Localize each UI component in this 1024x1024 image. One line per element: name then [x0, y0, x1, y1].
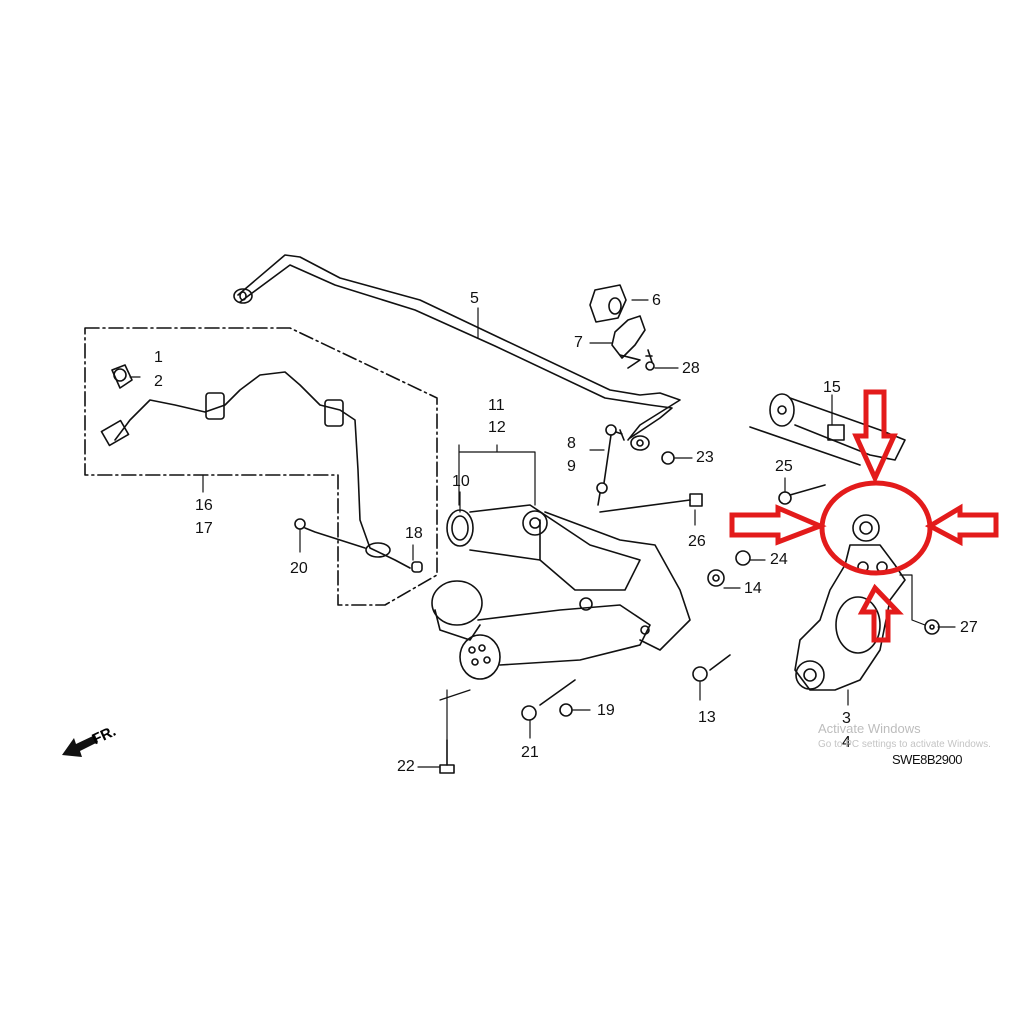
bolt-21 — [521, 679, 576, 721]
washer-27 — [924, 619, 940, 635]
front-arrow-icon — [62, 735, 98, 757]
highlight-annotation — [729, 389, 999, 643]
watermark-title: Activate Windows — [818, 721, 921, 736]
callout-21: 21 — [521, 744, 539, 761]
cam-14 — [707, 569, 725, 587]
bolt-26 — [599, 493, 703, 513]
callout-2: 2 — [154, 373, 163, 390]
nut-18 — [411, 561, 423, 573]
nut-23 — [661, 451, 675, 465]
callout-19: 19 — [597, 702, 615, 719]
trailing-arm — [431, 580, 651, 680]
callout-7: 7 — [574, 334, 583, 351]
diagram-code: SWE8B2900 — [892, 752, 962, 767]
callout-3: 3 — [842, 710, 851, 727]
callout-11: 11 — [488, 397, 505, 414]
callout-27: 27 — [960, 619, 978, 636]
callout-1: 1 — [154, 349, 163, 366]
watermark-subtitle: Go to PC settings to activate Windows. — [818, 739, 991, 750]
callout-15: 15 — [823, 379, 841, 396]
nut-24 — [735, 550, 751, 566]
callout-8: 8 — [567, 435, 576, 452]
arrow-right-icon — [729, 504, 827, 546]
bushing-holder — [611, 315, 655, 371]
callout-6: 6 — [652, 292, 661, 309]
arrow-down-icon — [852, 389, 898, 485]
callout-4: 4 — [842, 734, 851, 751]
callout-12: 12 — [488, 419, 506, 436]
callout-20: 20 — [290, 560, 308, 577]
stabilizer-bushing — [589, 284, 627, 323]
lower-arm — [446, 504, 691, 651]
callout-25: 25 — [775, 458, 793, 475]
callout-10: 10 — [452, 473, 470, 490]
sensor-group-box — [84, 327, 438, 606]
callout-14: 14 — [744, 580, 762, 597]
stabilizer-link — [596, 424, 625, 506]
callout-16: 16 — [195, 497, 213, 514]
callout-13: 13 — [698, 709, 716, 726]
bolt-13 — [692, 654, 731, 682]
callout-22: 22 — [397, 758, 415, 775]
highlight-circle — [819, 480, 933, 576]
callout-17: 17 — [195, 520, 213, 537]
stabilizer-bar — [233, 254, 681, 451]
arrow-left-icon — [924, 503, 999, 547]
abs-sensor — [100, 364, 411, 569]
callout-5: 5 — [470, 290, 479, 307]
bolt-20 — [294, 518, 306, 530]
callout-18: 18 — [405, 525, 423, 542]
callout-28: 28 — [682, 360, 700, 377]
nut-19 — [559, 703, 573, 717]
arrow-up-icon — [857, 583, 904, 643]
leader-lines — [129, 299, 956, 768]
callout-9: 9 — [567, 458, 576, 475]
callout-23: 23 — [696, 449, 714, 466]
callout-24: 24 — [770, 551, 788, 568]
callout-26: 26 — [688, 533, 706, 550]
bolt-25 — [778, 484, 826, 505]
bolt-22 — [439, 739, 455, 774]
